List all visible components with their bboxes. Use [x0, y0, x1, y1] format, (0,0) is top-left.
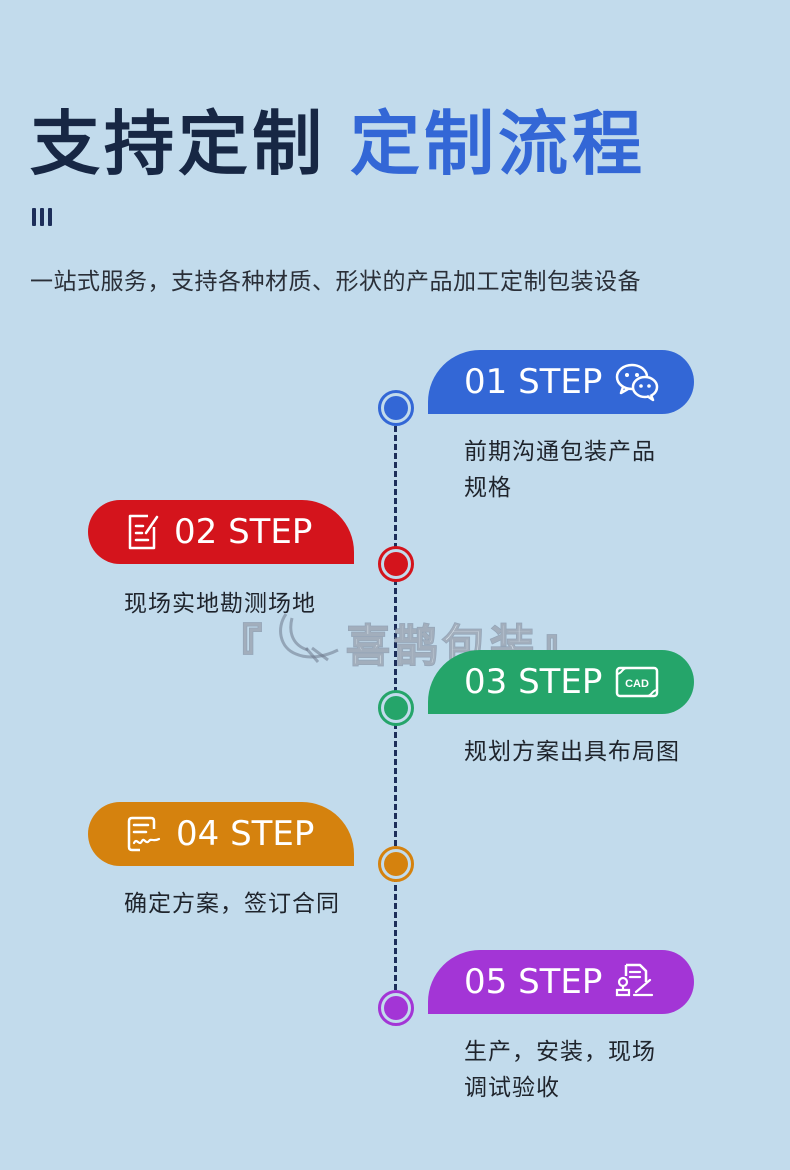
step-3-label: 03 STEP [464, 662, 603, 702]
decorative-bars [32, 208, 52, 226]
subtitle: 一站式服务，支持各种材质、形状的产品加工定制包装设备 [30, 269, 641, 295]
page-title: 支持定制定制流程 [30, 104, 646, 184]
step-5-description: 生产，安装，现场 调试验收 [464, 1034, 656, 1106]
step-1-desc-line1: 前期沟通包装产品 [464, 439, 656, 465]
step-2-badge: 02 STEP [88, 500, 354, 564]
step-2-description: 现场实地勘测场地 [124, 586, 316, 622]
magpie-logo-icon [266, 608, 346, 675]
step-3-badge: 03 STEP CAD [428, 650, 694, 714]
timeline-node-5 [378, 990, 414, 1026]
stamp-document-icon [614, 962, 656, 1002]
step-3-description: 规划方案出具布局图 [464, 734, 680, 770]
step-2-label: 02 STEP [174, 512, 313, 552]
step-5-label: 05 STEP [464, 962, 603, 1002]
step-1-desc-line2: 规格 [464, 475, 512, 501]
step-4-badge: 04 STEP [88, 802, 354, 866]
title-part2: 定制流程 [350, 103, 646, 185]
cad-icon-text: CAD [626, 678, 650, 690]
step-4-description: 确定方案，签订合同 [124, 886, 340, 922]
timeline-node-2 [378, 546, 414, 582]
step-5-badge: 05 STEP [428, 950, 694, 1014]
signature-document-icon [126, 815, 162, 853]
step-2-desc-line1: 现场实地勘测场地 [124, 591, 316, 617]
title-part1: 支持定制 [30, 103, 326, 185]
step-1-label: 01 STEP [464, 362, 603, 402]
watermark-left-bracket: 『 [217, 620, 266, 673]
cad-icon: CAD [614, 663, 660, 701]
step-4-label: 04 STEP [176, 814, 315, 854]
step-5-desc-line1: 生产，安装，现场 [464, 1039, 656, 1065]
edit-document-icon [126, 513, 160, 551]
step-5-desc-line2: 调试验收 [464, 1075, 560, 1101]
timeline-node-3 [378, 690, 414, 726]
step-1-badge: 01 STEP [428, 350, 694, 414]
wechat-icon [614, 362, 660, 402]
timeline-node-4 [378, 846, 414, 882]
step-4-desc-line1: 确定方案，签订合同 [124, 891, 340, 917]
timeline-node-1 [378, 390, 414, 426]
step-1-description: 前期沟通包装产品 规格 [464, 434, 656, 506]
step-3-desc-line1: 规划方案出具布局图 [464, 739, 680, 765]
